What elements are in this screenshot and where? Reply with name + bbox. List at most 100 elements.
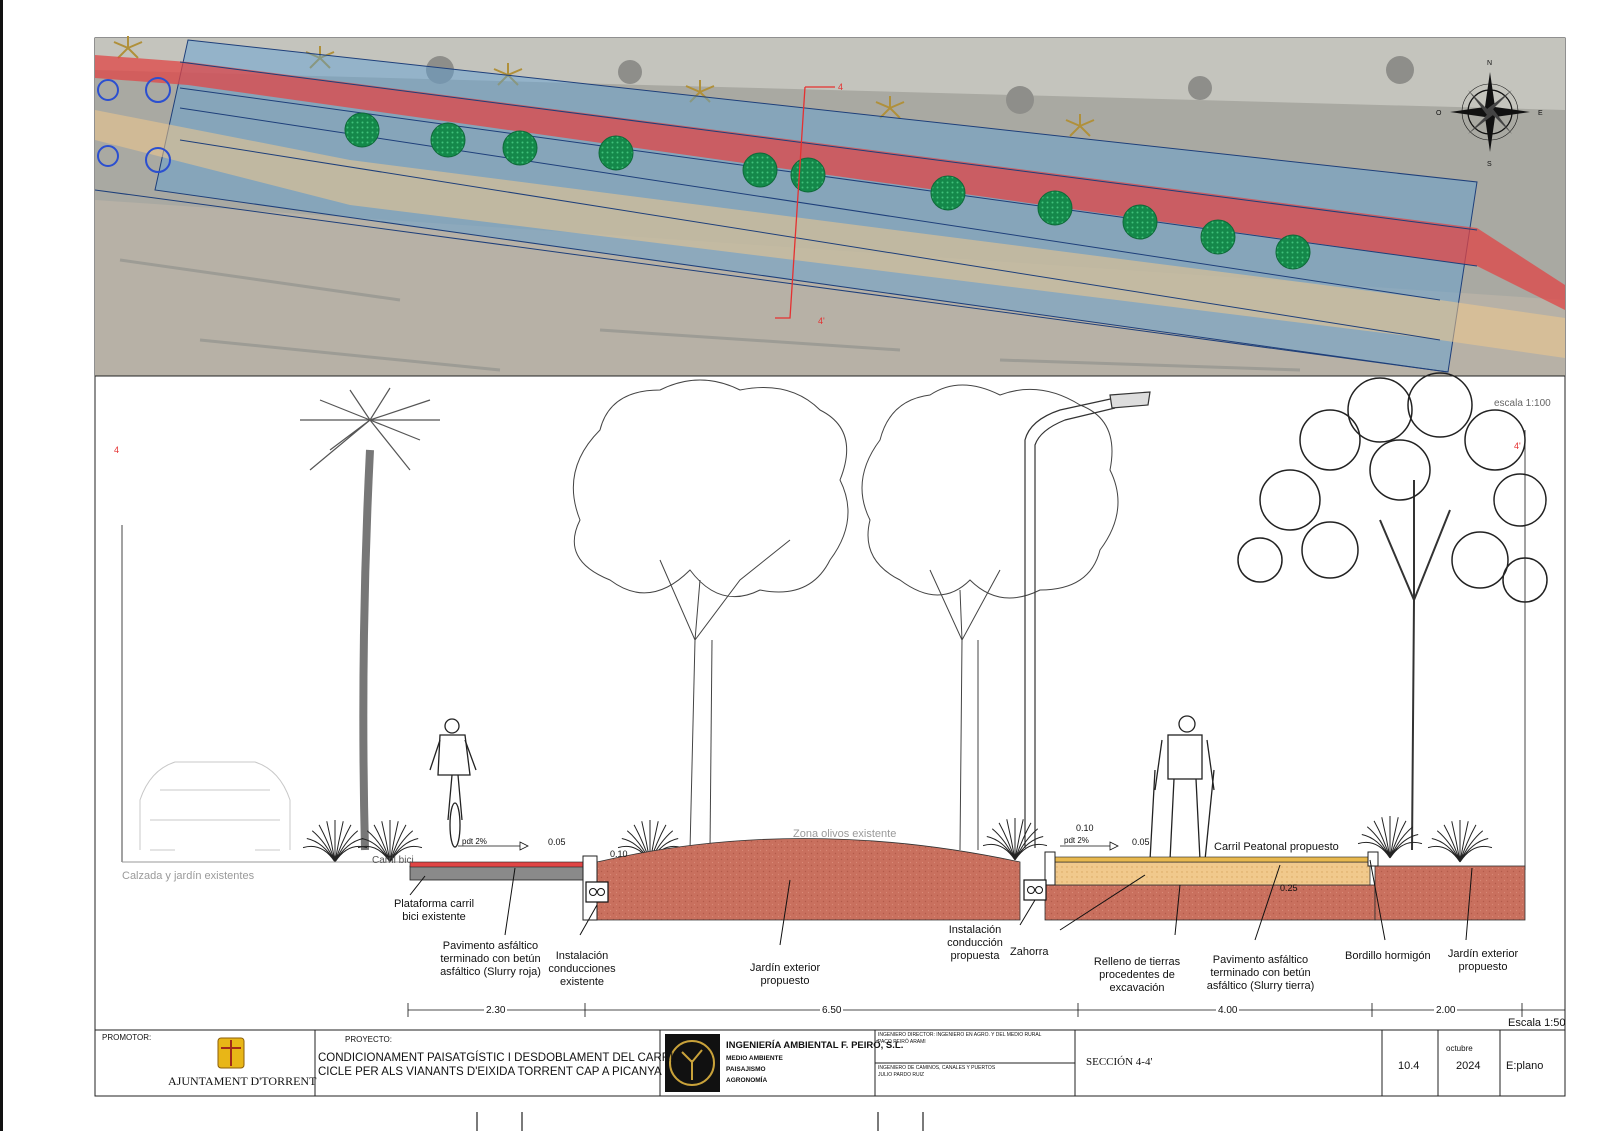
proposed-tree-icon	[1200, 219, 1236, 255]
shrubs	[302, 816, 1493, 863]
palm-tree-icon	[300, 387, 440, 851]
bike-lane-label: Carril bici	[372, 855, 414, 866]
shrub-icon	[357, 820, 423, 863]
zahorra-layer	[1054, 861, 1371, 886]
label-inst-existente: Instalación conducciones existente	[548, 950, 616, 988]
shrub-icon	[302, 820, 368, 863]
proyecto-label: PROYECTO:	[345, 1035, 392, 1044]
section-scale-top: escala 1:100	[1494, 398, 1551, 409]
section-mark-right: 4'	[1514, 441, 1521, 451]
promotor-name: AJUNTAMENT D'TORRENT	[168, 1074, 317, 1088]
shrub-icon	[1357, 816, 1423, 859]
firm-line-2: PAISAJISMO	[726, 1066, 766, 1073]
slope-bike-label: pdt 2%	[462, 837, 487, 846]
bike-slurry	[409, 861, 586, 868]
proyecto-title: CONDICIONAMENT PAISATGÍSTIC I DESDOBLAME…	[318, 1052, 680, 1078]
label-zahorra: Zahorra	[1010, 946, 1049, 958]
bike-platform	[409, 865, 586, 881]
slope-arrow-ped	[1060, 841, 1119, 851]
bottom-dim-4: 2.00	[1434, 1004, 1458, 1017]
engineer-line-3: INGENIERO DE CAMINOS, CANALES Y PUERTOS	[878, 1065, 996, 1071]
section-scale-bottom: Escala 1:50	[1508, 1017, 1566, 1029]
firm-line-3: AGRONOMÍA	[726, 1077, 768, 1084]
section-cut-top-mark: 4	[838, 82, 843, 92]
bottom-dim-2: 6.50	[820, 1004, 844, 1017]
section-view	[95, 372, 1565, 1017]
plan-dark-trees	[426, 56, 1414, 114]
bottom-dim-1: 2.30	[484, 1004, 508, 1017]
slope-ped-label: pdt 2%	[1064, 836, 1089, 845]
north-arrow-icon	[1450, 72, 1530, 152]
pedestrian-band	[95, 110, 1565, 358]
proposed-trees	[344, 112, 1311, 270]
firm-logo-tree	[681, 1049, 703, 1080]
engineer-line-1: INGENIERO DIRECTOR: INGENIERO EN AGRO. Y…	[878, 1032, 1042, 1038]
shrub-icon	[1427, 820, 1493, 863]
label-plataforma: Plataforma carril bici existente	[393, 898, 475, 923]
compass-s: S	[1487, 161, 1492, 168]
label-bordillo: Bordillo hormigón	[1345, 950, 1431, 962]
plan-view: 4 4' N S E O	[94, 36, 1565, 376]
promotor-label: PROMOTOR:	[102, 1033, 152, 1042]
tree-outline-2	[861, 384, 1119, 851]
proposed-tree-icon	[502, 130, 538, 166]
pedestrian-icon	[1149, 715, 1215, 861]
firm-line-1: MEDIO AMBIENTE	[726, 1055, 783, 1062]
proposed-tree-icon	[1037, 190, 1073, 226]
frame-left-edge	[0, 0, 3, 1131]
dimension-line	[407, 1003, 1565, 1017]
firm-logo-ring	[669, 1040, 715, 1086]
engineer-line-2: PACO PEIRÓ ARAMI	[878, 1039, 926, 1045]
title-block	[94, 1029, 1566, 1097]
conduit-proposed-icon	[1023, 879, 1047, 901]
dim-curb-left: 0.10	[610, 849, 628, 859]
proposed-tree-icon	[430, 122, 466, 158]
label-jardin-exterior: Jardín exterior propuesto	[1447, 948, 1519, 973]
plan-month: octubre	[1446, 1044, 1473, 1053]
plan-title: SECCIÓN 4-4'	[1086, 1056, 1153, 1068]
section-cut-line	[775, 86, 835, 319]
section-mark-left: 4	[114, 445, 120, 455]
leader-lines	[409, 859, 1473, 946]
proposed-tree-icon	[930, 175, 966, 211]
zone-existing-label: Zona olivos existente	[793, 828, 897, 840]
plan-year: 2024	[1456, 1060, 1481, 1072]
shrub-icon	[617, 820, 683, 863]
label-pav-peatonal: Pavimento asfáltico terminado con betún …	[1206, 954, 1315, 992]
proposed-tree-icon	[742, 152, 778, 188]
curb-ped-left	[1044, 851, 1056, 886]
tree-dense-right	[1237, 372, 1548, 851]
label-relleno: Relleno de tierras procedentes de excava…	[1093, 956, 1181, 994]
right-garden-soil	[1374, 865, 1526, 921]
town-crest-icon	[217, 1037, 245, 1069]
compass-w: O	[1436, 110, 1442, 117]
shrub-icon	[982, 818, 1048, 861]
compass-e: E	[1538, 110, 1543, 117]
plan-number: 10.4	[1398, 1060, 1420, 1072]
tree-outline-1	[572, 379, 849, 851]
bottom-dim-3: 4.00	[1216, 1004, 1240, 1017]
plan-edge-lines	[94, 61, 1478, 373]
street-lamp-icon	[1024, 391, 1151, 848]
bottom-marks	[476, 1112, 924, 1131]
fill-soil	[1044, 884, 1376, 921]
curb-right	[1367, 851, 1379, 867]
dim-ped-top: 0.05	[1132, 837, 1150, 847]
bike-lane-band	[95, 55, 1565, 310]
scale-label: E:plano	[1506, 1060, 1544, 1072]
aerial-dry-ground	[95, 200, 1565, 376]
proposed-tree-icon	[1275, 234, 1311, 270]
dim-ped-curb: 0.10	[1076, 823, 1094, 833]
slope-arrow-bike	[458, 841, 529, 851]
section-cut-bottom-mark: 4'	[818, 316, 825, 326]
label-inst-propuesta: Instalación conducción propuesta	[947, 924, 1003, 962]
car-outline-icon	[139, 761, 291, 851]
garden-soil	[596, 838, 1021, 921]
label-pav-bici: Pavimento asfáltico terminado con betún …	[440, 940, 541, 978]
label-jardin-propuesto: Jardín exterior propuesto	[749, 962, 821, 987]
ped-slurry	[1054, 856, 1371, 863]
conduit-existing-icon	[585, 881, 609, 903]
proposed-tree-icon	[790, 157, 826, 193]
